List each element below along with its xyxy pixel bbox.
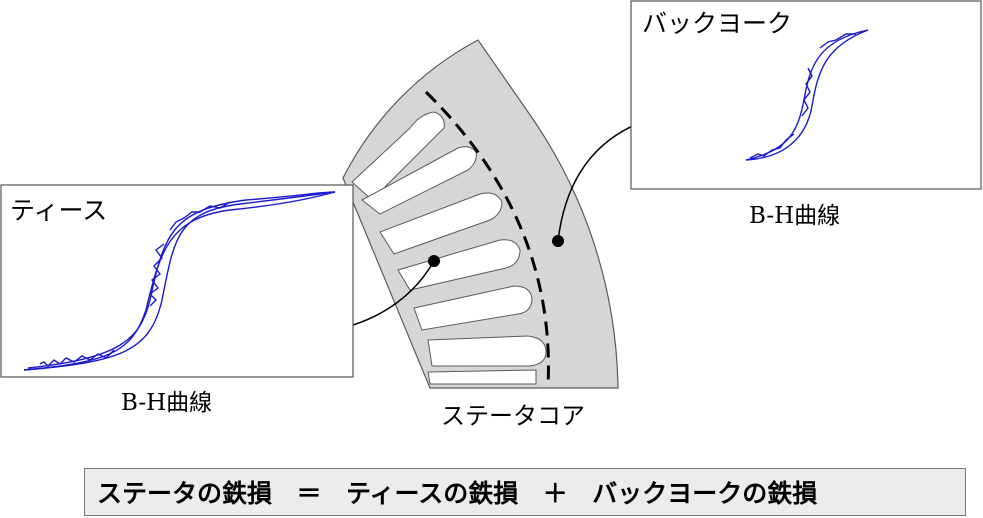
back-yoke-bh-loop: [745, 29, 869, 161]
back-yoke-label: バックヨーク: [642, 9, 792, 38]
slot: [379, 192, 503, 255]
back-yoke-bh-panel: バックヨーク: [630, 0, 982, 190]
stator-slots: [351, 111, 547, 385]
teeth-label: ティース: [10, 196, 107, 225]
slot: [361, 146, 477, 215]
back-yoke-bh-box: [630, 0, 982, 190]
teeth-yoke-boundary: [424, 90, 550, 387]
plus-sign: ＋: [542, 479, 568, 508]
back-yoke-iron-loss-term: バックヨークの鉄損: [592, 479, 818, 508]
iron-loss-equation: ステータの鉄損 ＝ ティースの鉄損 ＋ バックヨークの鉄損: [84, 468, 966, 516]
teeth-bh-loop: [23, 191, 336, 371]
slot: [413, 285, 533, 331]
slot: [351, 111, 445, 201]
slot: [397, 239, 521, 291]
teeth-bh-panel: ティース: [0, 184, 354, 378]
stator-core-label: ステータコア: [441, 402, 585, 430]
teeth-bh-box: [0, 184, 354, 378]
bh-curve-right-label: B-H曲線: [749, 203, 840, 229]
slot: [427, 369, 537, 385]
stator-iron-loss-term: ステータの鉄損: [97, 479, 273, 508]
equals-sign: ＝: [296, 479, 322, 508]
slot: [427, 335, 547, 367]
teeth-iron-loss-term: ティースの鉄損: [346, 479, 519, 508]
bh-curve-left-label: B-H曲線: [121, 390, 212, 416]
